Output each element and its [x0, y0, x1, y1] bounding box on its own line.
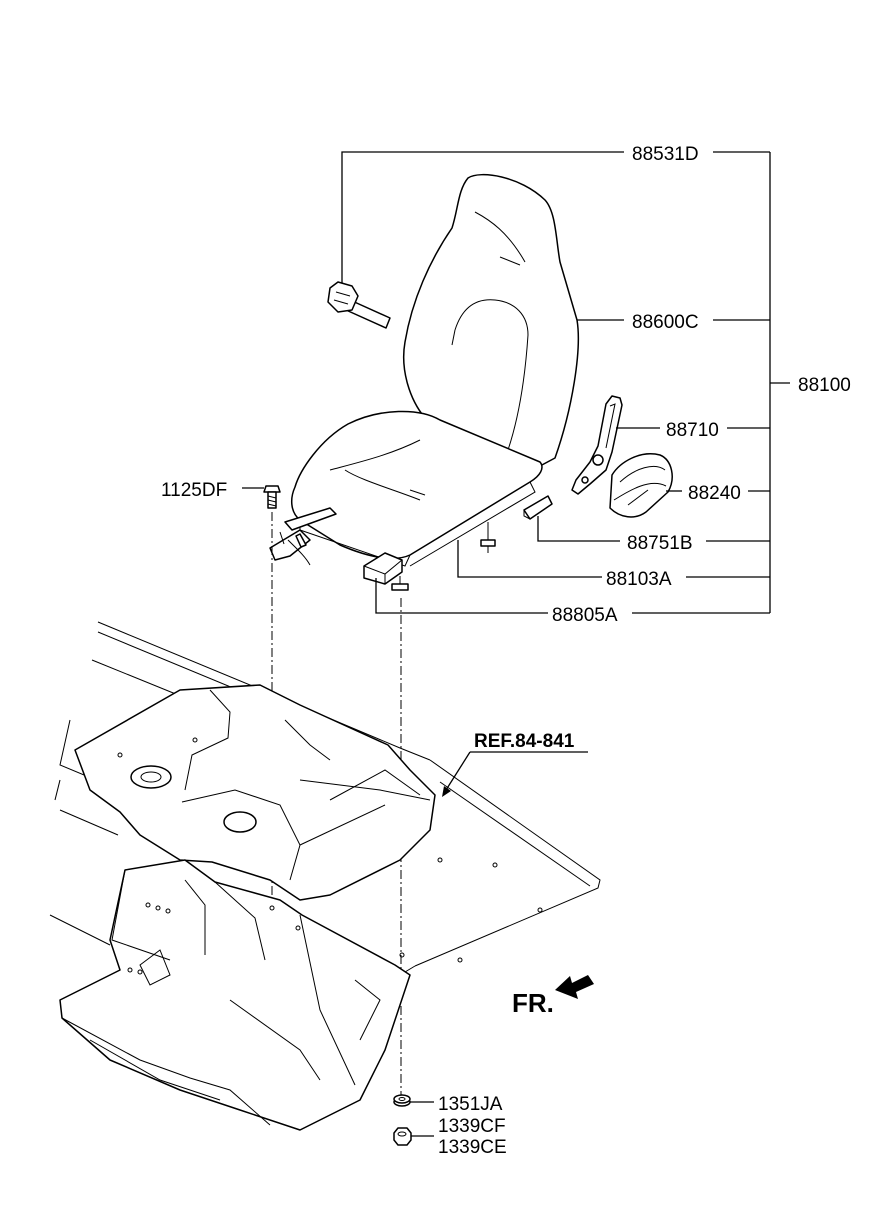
- leader-88751B: [537, 516, 620, 542]
- seat-rail-left-part: [269, 507, 337, 566]
- label-88600C: 88600C: [632, 312, 699, 333]
- label-1351JA: 1351JA: [438, 1094, 503, 1115]
- bolt-1125DF-part: [263, 485, 281, 509]
- leader-88103A: [457, 540, 602, 578]
- nut-1339C-part: [393, 1127, 412, 1146]
- front-direction-arrow-icon: [555, 975, 594, 999]
- ref-leader: [442, 751, 588, 797]
- label-1339CF: 1339CF: [438, 1116, 506, 1137]
- assembly-bracket: [632, 151, 790, 614]
- label-88805A: 88805A: [552, 605, 618, 626]
- label-88710: 88710: [666, 420, 719, 441]
- headrest-guide-part: [327, 281, 391, 329]
- label-88103A: 88103A: [606, 569, 672, 590]
- trim-cap-part: [523, 495, 553, 520]
- label-1339CE: 1339CE: [438, 1137, 507, 1158]
- label-88240: 88240: [688, 483, 741, 504]
- label-1125DF: 1125DF: [161, 480, 227, 501]
- floor-panel-part: [49, 621, 601, 1131]
- seat-cushion-part: [290, 410, 543, 567]
- rail-stud-part: [480, 522, 496, 553]
- seat-rail-right-part: [363, 552, 409, 591]
- recliner-lever-part: [571, 395, 623, 495]
- label-88100: 88100: [798, 375, 851, 396]
- side-cover-part: [609, 453, 673, 518]
- nut-1351JA-part: [393, 1094, 411, 1107]
- label-88751B: 88751B: [627, 533, 693, 554]
- label-ref-84-841: REF.84-841: [474, 731, 575, 752]
- seat-back-part: [402, 173, 580, 467]
- label-88531D: 88531D: [632, 144, 699, 165]
- leader-88805A: [375, 578, 548, 614]
- label-front: FR.: [512, 988, 554, 1018]
- leader-88531D: [341, 151, 624, 285]
